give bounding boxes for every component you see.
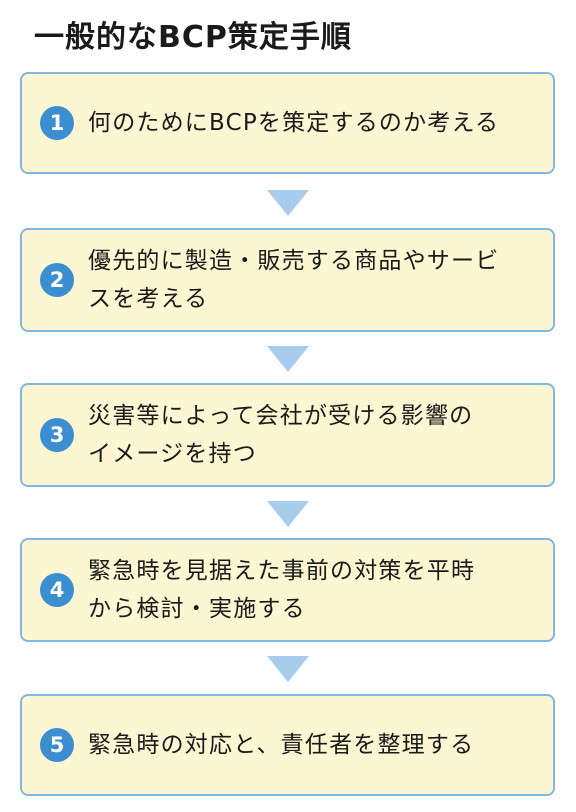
step-2-box: 2 優先的に製造・販売する商品やサービ スを考える <box>20 228 555 332</box>
step-text-line: 災害等によって会社が受ける影響の <box>88 403 474 429</box>
step-text: 優先的に製造・販売する商品やサービ スを考える <box>88 242 539 318</box>
down-arrow-icon <box>267 501 309 527</box>
step-text-line: から検討・実施する <box>88 596 306 622</box>
step-text-line: スを考える <box>88 286 209 312</box>
step-text-line: 何のためにBCPを策定するのか考える <box>88 110 500 136</box>
step-5-box: 5 緊急時の対応と、責任者を整理する <box>20 694 555 796</box>
step-number-badge: 5 <box>40 728 74 762</box>
step-text: 何のためにBCPを策定するのか考える <box>88 104 539 142</box>
step-text: 緊急時の対応と、責任者を整理する <box>88 726 539 764</box>
step-number-badge: 4 <box>40 573 74 607</box>
down-arrow-icon <box>267 656 309 682</box>
step-text-line: 優先的に製造・販売する商品やサービ <box>88 248 500 274</box>
step-number-badge: 3 <box>40 418 74 452</box>
step-4-box: 4 緊急時を見据えた事前の対策を平時 から検討・実施する <box>20 538 555 642</box>
step-text-line: イメージを持つ <box>88 441 257 467</box>
step-text: 災害等によって会社が受ける影響の イメージを持つ <box>88 397 539 473</box>
down-arrow-icon <box>267 190 309 216</box>
page-title: 一般的なBCP策定手順 <box>34 20 352 55</box>
step-text-line: 緊急時を見据えた事前の対策を平時 <box>88 558 476 584</box>
step-number-badge: 1 <box>40 106 74 140</box>
down-arrow-icon <box>267 346 309 372</box>
step-number-badge: 2 <box>40 263 74 297</box>
step-1-box: 1 何のためにBCPを策定するのか考える <box>20 72 555 174</box>
step-3-box: 3 災害等によって会社が受ける影響の イメージを持つ <box>20 383 555 487</box>
step-text: 緊急時を見据えた事前の対策を平時 から検討・実施する <box>88 552 539 628</box>
step-text-line: 緊急時の対応と、責任者を整理する <box>88 732 475 758</box>
